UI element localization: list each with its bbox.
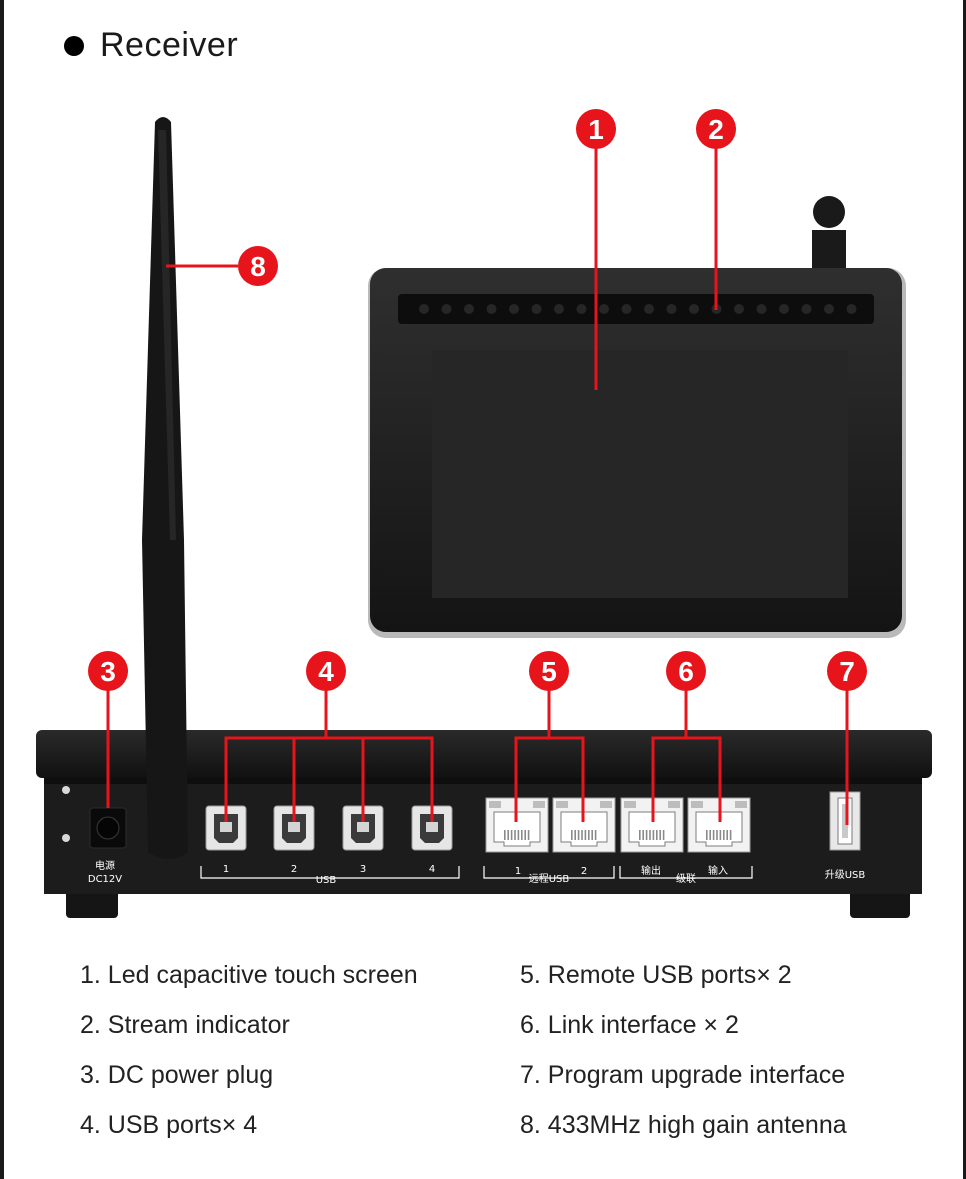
usb-port-2-label: 2 xyxy=(291,864,297,875)
base-back-panel xyxy=(44,778,922,894)
legend-item: 6. Link interface × 2 xyxy=(520,1011,739,1039)
legend-item: 2. Stream indicator xyxy=(80,1011,290,1039)
bullet-icon xyxy=(64,35,84,56)
indicator-led xyxy=(441,304,452,314)
dc-power-plug[interactable] xyxy=(89,807,127,849)
indicator-led xyxy=(621,304,632,314)
remote-port-1-label: 1 xyxy=(515,866,521,877)
indicator-led xyxy=(509,304,519,314)
usb-port-3-label: 3 xyxy=(360,864,366,875)
usb-b-port[interactable] xyxy=(273,805,315,851)
usb-port-1-label: 1 xyxy=(223,864,229,875)
legend-item: 5. Remote USB ports× 2 xyxy=(520,961,792,989)
callout-5: 5 xyxy=(529,651,569,691)
legend-item: 7. Program upgrade interface xyxy=(520,1061,846,1089)
callout-2: 2 xyxy=(696,109,736,149)
indicator-leds xyxy=(419,304,857,314)
callouts: 1 2 3 4 5 6 7 8 xyxy=(88,109,867,691)
usb-ports xyxy=(205,805,453,851)
rj45-port[interactable] xyxy=(620,797,684,853)
indicator-led xyxy=(644,304,654,314)
touch-screen-display xyxy=(432,350,848,598)
link-bracket xyxy=(619,866,753,879)
callout-line-6 xyxy=(651,690,722,822)
header: Receiver xyxy=(64,26,238,65)
indicator-led xyxy=(756,304,767,314)
svg-text:3: 3 xyxy=(100,656,116,687)
usb-b-port[interactable] xyxy=(411,805,453,851)
antenna xyxy=(142,117,188,859)
usb-b-port[interactable] xyxy=(342,805,384,851)
indicator-led xyxy=(419,304,429,314)
usb-group-label: USB xyxy=(316,875,337,886)
svg-text:8: 8 xyxy=(250,251,266,282)
side-hole-bottom xyxy=(62,834,70,842)
remote-port-2-label: 2 xyxy=(581,866,587,877)
rj45-port[interactable] xyxy=(485,797,549,853)
link-in-label: 输入 xyxy=(708,864,728,877)
upgrade-usb-label: 升级USB xyxy=(825,869,866,881)
callout-line-4 xyxy=(224,690,434,822)
receiver-diagram: 电源 DC12V 1 2 USB 3 4 1 远程USB 2 输出 级联 输入 … xyxy=(36,109,932,918)
callout-1: 1 xyxy=(576,109,616,149)
callout-lines xyxy=(106,148,849,825)
callout-8: 8 xyxy=(238,246,278,286)
indicator-led xyxy=(824,304,834,314)
callout-line-5 xyxy=(514,690,585,822)
rj45-port[interactable] xyxy=(687,797,751,853)
usb-b-port[interactable] xyxy=(205,805,247,851)
usb-bracket xyxy=(200,866,460,879)
callout-4: 4 xyxy=(306,651,346,691)
frame-right-border xyxy=(963,0,966,1179)
indicator-led xyxy=(689,304,699,314)
antenna-body xyxy=(142,117,188,859)
legend-item: 8. 433MHz high gain antenna xyxy=(520,1111,847,1139)
power-label-bottom: DC12V xyxy=(88,874,122,885)
svg-text:2: 2 xyxy=(708,114,724,145)
remote-group-label: 远程USB xyxy=(529,873,570,885)
base-unit: 电源 DC12V 1 2 USB 3 4 1 远程USB 2 输出 级联 输入 … xyxy=(36,730,932,918)
indicator-led xyxy=(666,304,677,314)
svg-text:5: 5 xyxy=(541,656,557,687)
indicator-led xyxy=(486,304,497,314)
screen-mount-post xyxy=(812,230,846,272)
svg-text:1: 1 xyxy=(588,114,604,145)
link-out-label: 输出 xyxy=(641,864,661,877)
callout-3: 3 xyxy=(88,651,128,691)
legend-item: 1. Led capacitive touch screen xyxy=(80,961,418,989)
page-title: Receiver xyxy=(100,26,239,64)
svg-text:4: 4 xyxy=(318,656,334,687)
indicator-led xyxy=(801,304,812,314)
touch-screen-unit xyxy=(368,196,906,638)
remote-usb-bracket xyxy=(483,866,615,879)
power-label-top: 电源 xyxy=(95,859,115,872)
foot-right xyxy=(850,888,910,918)
indicator-led xyxy=(599,304,609,314)
base-top-edge xyxy=(36,730,932,778)
indicator-led xyxy=(531,304,542,314)
usb-port-4-label: 4 xyxy=(429,864,435,875)
legend-item: 3. DC power plug xyxy=(80,1061,274,1089)
legend-item: 4. USB ports× 4 xyxy=(80,1111,258,1139)
upgrade-usb-port[interactable] xyxy=(829,791,861,851)
indicator-led xyxy=(576,304,587,314)
indicator-led xyxy=(734,304,744,314)
screen-mount-knob xyxy=(813,196,845,228)
foot-left xyxy=(66,888,118,918)
svg-text:7: 7 xyxy=(839,656,855,687)
indicator-led xyxy=(464,304,474,314)
stream-indicator-bar xyxy=(398,294,874,324)
link-group-label: 级联 xyxy=(676,873,696,885)
rj45-ports xyxy=(485,797,751,853)
legend-left: 1. Led capacitive touch screen 2. Stream… xyxy=(80,955,418,1155)
callout-7: 7 xyxy=(827,651,867,691)
indicator-led xyxy=(846,304,857,314)
svg-text:6: 6 xyxy=(678,656,694,687)
side-hole-top xyxy=(62,786,70,794)
indicator-led xyxy=(779,304,789,314)
callout-6: 6 xyxy=(666,651,706,691)
indicator-led xyxy=(554,304,564,314)
legend-right: 5. Remote USB ports× 2 6. Link interface… xyxy=(520,955,847,1155)
frame-left-border xyxy=(0,0,4,1179)
